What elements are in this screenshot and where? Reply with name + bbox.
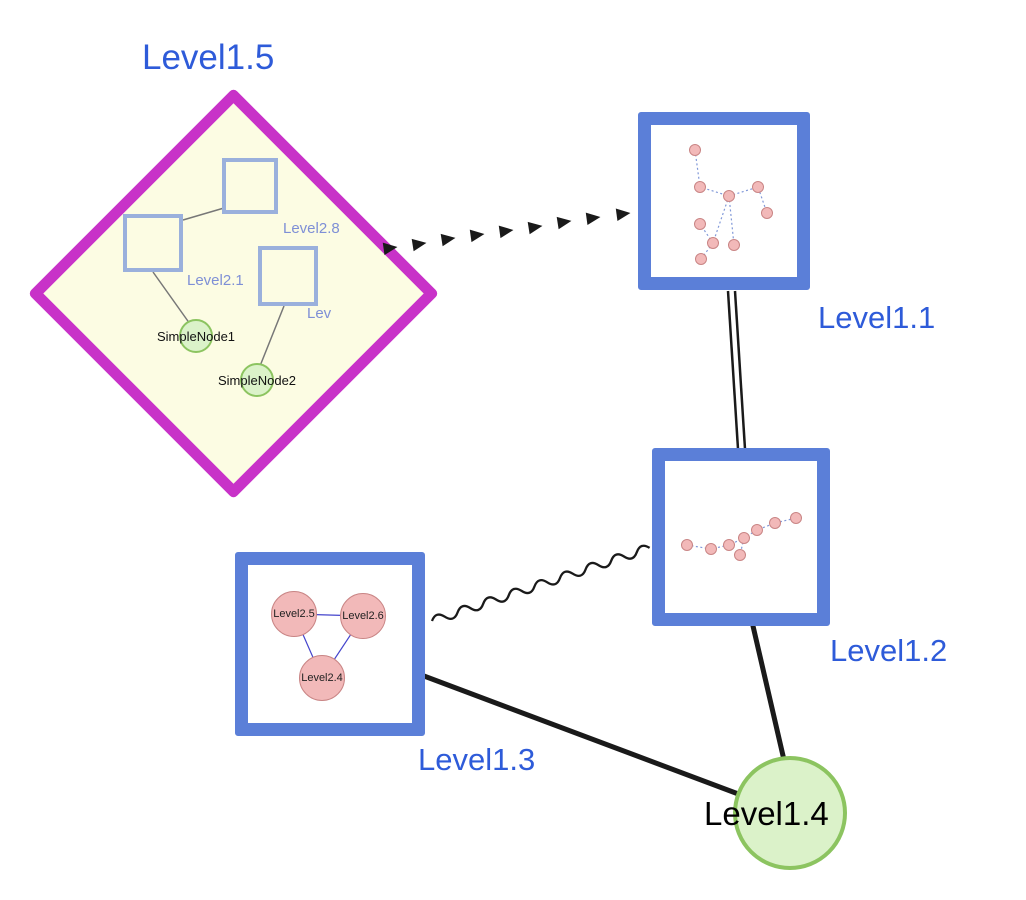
level2-6-label: Level2.6 <box>342 610 384 622</box>
level2-8-square-node[interactable] <box>222 158 278 214</box>
mini-node[interactable] <box>751 524 763 536</box>
level2-6-circle-node[interactable]: Level2.6 <box>340 593 386 639</box>
inner-edge[interactable] <box>259 305 285 367</box>
level15-label: Level1.5 <box>142 38 275 77</box>
level2-1-label: Level2.1 <box>187 272 244 289</box>
mini-node[interactable] <box>734 549 746 561</box>
level2-4-circle-node[interactable]: Level2.4 <box>299 655 345 701</box>
level11-box-node[interactable] <box>638 112 810 290</box>
mini-node[interactable] <box>689 144 701 156</box>
level12-box-node[interactable] <box>652 448 830 626</box>
level15-content: Level2.8 Level2.1 Lev SimpleNode1 Simple… <box>80 140 380 480</box>
inner-edge[interactable] <box>152 271 191 325</box>
mini-node[interactable] <box>723 539 735 551</box>
edge-level15-level11[interactable] <box>382 208 631 256</box>
mini-node[interactable] <box>728 239 740 251</box>
mini-node[interactable] <box>694 181 706 193</box>
mini-node[interactable] <box>761 207 773 219</box>
level12-inner-graph <box>681 512 802 561</box>
edge-level13-level12[interactable] <box>430 544 651 622</box>
level2-5-label: Level2.5 <box>273 608 315 620</box>
simplenode1-circle[interactable]: SimpleNode1 <box>157 319 235 353</box>
mini-node[interactable] <box>723 190 735 202</box>
level14-label: Level1.4 <box>704 795 829 832</box>
simplenode2-label: SimpleNode2 <box>217 372 297 388</box>
simplenode2-circle[interactable]: SimpleNode2 <box>218 363 296 397</box>
edge-level12-level14[interactable] <box>750 623 787 763</box>
level12-label: Level1.2 <box>830 633 948 668</box>
level13-label: Level1.3 <box>418 742 536 777</box>
simplenode1-label: SimpleNode1 <box>156 328 236 344</box>
mini-node[interactable] <box>752 181 764 193</box>
level13-box-node[interactable]: Level2.5 Level2.6 Level2.4 <box>235 552 425 736</box>
mini-node[interactable] <box>790 512 802 524</box>
level2-5-circle-node[interactable]: Level2.5 <box>271 591 317 637</box>
level2-4-label: Level2.4 <box>301 672 343 684</box>
inner-edge[interactable] <box>182 207 225 221</box>
level11-inner-graph <box>689 144 773 265</box>
level2-x-label: Lev <box>307 305 332 322</box>
level2-8-label: Level2.8 <box>283 220 340 237</box>
level11-label: Level1.1 <box>818 300 936 335</box>
level2-1-square-node[interactable] <box>123 214 183 272</box>
mini-node[interactable] <box>705 543 717 555</box>
mini-node[interactable] <box>769 517 781 529</box>
level2-x-square-node[interactable] <box>258 246 318 306</box>
level15-inner-edges <box>152 207 285 367</box>
mini-node[interactable] <box>694 218 706 230</box>
mini-node[interactable] <box>681 539 693 551</box>
mini-node[interactable] <box>738 532 750 544</box>
mini-node[interactable] <box>707 237 719 249</box>
level14-circle-node[interactable] <box>733 756 847 870</box>
edge-level11-level12[interactable] <box>726 290 747 450</box>
edge-level13-level14[interactable] <box>421 673 744 798</box>
mini-node[interactable] <box>695 253 707 265</box>
